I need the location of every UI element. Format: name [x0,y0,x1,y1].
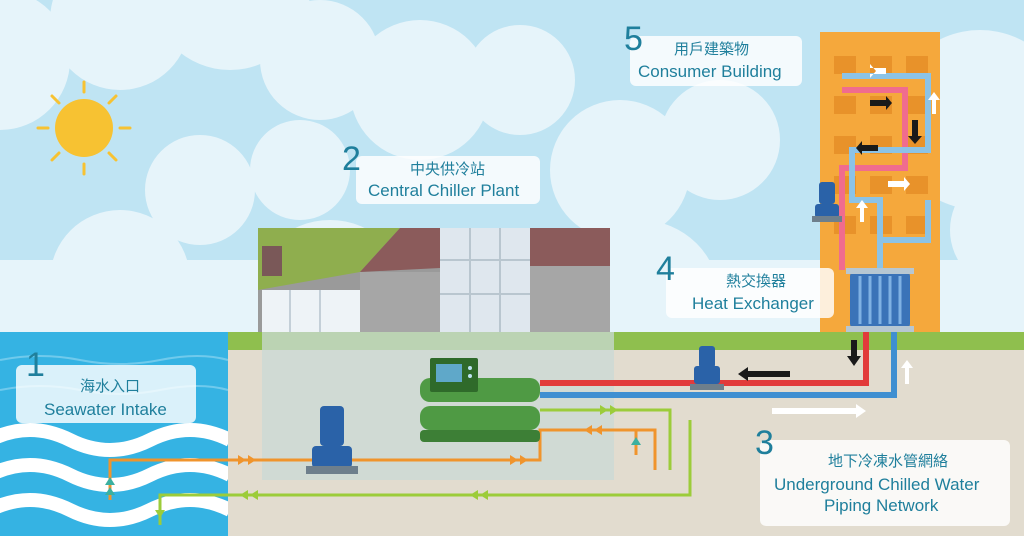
label-central-chiller-plant: 中央供冷站 Central Chiller Plant [356,156,540,204]
label-en: Central Chiller Plant [368,181,520,200]
consumer-building [812,32,940,332]
label-zh: 地下冷凍水管網絡 [828,452,949,470]
label-en: Piping Network [824,496,939,515]
label-seawater-intake: 海水入口 Seawater Intake [16,365,196,423]
label-underground-piping: 地下冷凍水管網絡 Underground Chilled Water Pipin… [760,440,1010,526]
pump-icon [690,346,724,390]
sun-icon [36,80,132,176]
label-number: 4 [656,250,675,288]
label-en: Heat Exchanger [692,294,814,313]
label-zh: 中央供冷站 [410,160,486,178]
chiller-icon [420,358,540,442]
label-number: 1 [26,346,45,384]
label-zh: 用戶建築物 [674,40,750,58]
chilled-water-pipes [540,332,913,418]
seawater-pipes [105,405,692,525]
label-en: Seawater Intake [44,400,167,419]
label-number: 3 [755,424,774,462]
label-en: Underground Chilled Water [774,475,980,494]
label-en: Consumer Building [638,62,782,81]
label-zh: 海水入口 [80,377,141,395]
label-number: 5 [624,20,643,58]
pump-icon [812,182,842,222]
heat-exchanger-icon [846,268,914,332]
label-number: 2 [342,140,361,178]
label-zh: 熱交換器 [726,272,787,290]
label-consumer-building: 用戶建築物 Consumer Building [630,36,802,86]
label-heat-exchanger: 熱交換器 Heat Exchanger [666,268,834,318]
chiller-plant-building [258,228,610,332]
pump-icon [306,406,358,474]
